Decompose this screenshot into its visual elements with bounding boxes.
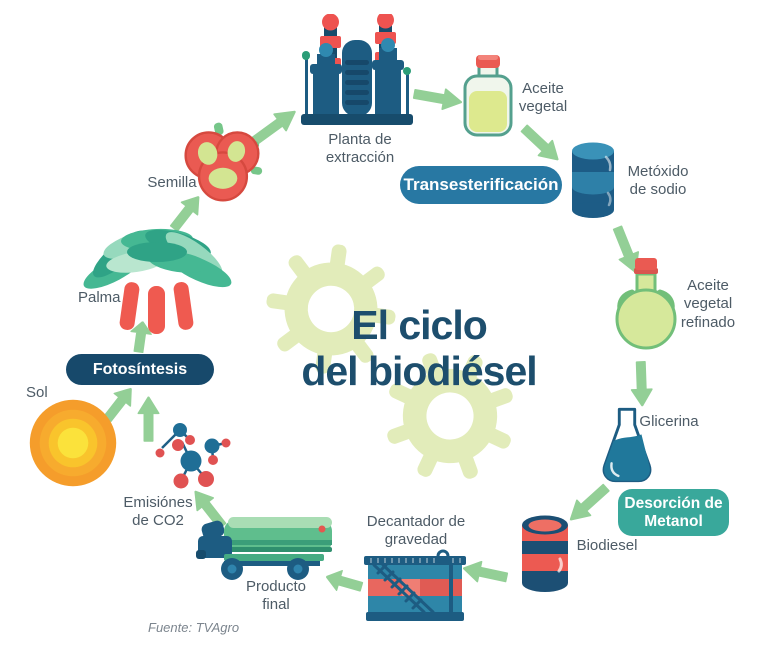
gravity-decanter-icon <box>364 548 466 629</box>
arrow-sol-to-fotosintesis <box>98 381 144 429</box>
co2-molecules-icon <box>150 418 234 503</box>
arrow-decantador-to-producto <box>323 561 367 597</box>
biodiesel-barrel-icon <box>520 513 570 600</box>
arrow-planta-to-aceite <box>410 83 464 118</box>
source-attribution: Fuente: TVAgro <box>148 620 240 635</box>
arrow-emisiones-to-fotosintesis <box>137 396 165 443</box>
sol-label: Sol <box>26 384 48 401</box>
sodium-methoxide-barrel-icon <box>570 141 616 224</box>
fotosintesis-badge: Fotosíntesis <box>66 354 214 385</box>
arrow-fotosintesis-to-palma <box>127 320 158 355</box>
glycerin-flask-icon <box>600 405 654 492</box>
decantador-label: Decantador de gravedad <box>366 513 466 549</box>
extraction-plant-icon <box>295 11 420 134</box>
gear-icon <box>258 236 405 383</box>
glicerina-label: Glicerina <box>639 413 699 430</box>
biodiesel-label: Biodiesel <box>576 537 638 554</box>
arrow-aceite-to-metoxido <box>512 119 566 171</box>
refined-oil-bottle-icon <box>614 254 678 357</box>
vegetable-oil-bottle-icon <box>462 54 514 143</box>
arrow-metoxido-to-refinado <box>602 222 646 278</box>
sun-icon <box>28 398 118 493</box>
page-title: El ciclo del biodiésel <box>258 302 580 395</box>
truck-icon <box>194 512 336 587</box>
arrow-producto-to-emisiones <box>186 481 236 534</box>
palma-label: Palma <box>78 289 121 306</box>
planta-label: Planta de extracción <box>325 131 395 167</box>
arrow-refinado-to-glicerina <box>625 360 654 407</box>
title-line1: El ciclo <box>351 302 488 348</box>
aceite-refinado-label: Aceite vegetal refinado <box>680 277 736 331</box>
arrow-semilla-to-planta <box>247 102 305 154</box>
transesterificacion-badge: Transesterificación <box>400 166 562 204</box>
palm-tree-icon <box>78 218 236 341</box>
emisiones-label: Emisiónes de CO2 <box>123 494 193 530</box>
producto-final-label: Producto final <box>245 578 307 614</box>
arrow-biodiesel-to-decantador <box>461 553 512 589</box>
title-line2: del biodiésel <box>301 347 537 394</box>
arrow-palma-to-semilla <box>164 190 211 240</box>
gear-icon <box>362 328 537 503</box>
seed-icon <box>178 120 266 211</box>
semilla-label: Semilla <box>147 174 197 191</box>
aceite-vegetal-label: Aceite vegetal <box>518 80 568 116</box>
arrow-glicerina-to-biodiesel <box>559 475 614 529</box>
desorcion-badge: Desorción de Metanol <box>618 489 729 536</box>
metoxido-label: Metóxido de sodio <box>627 163 689 199</box>
